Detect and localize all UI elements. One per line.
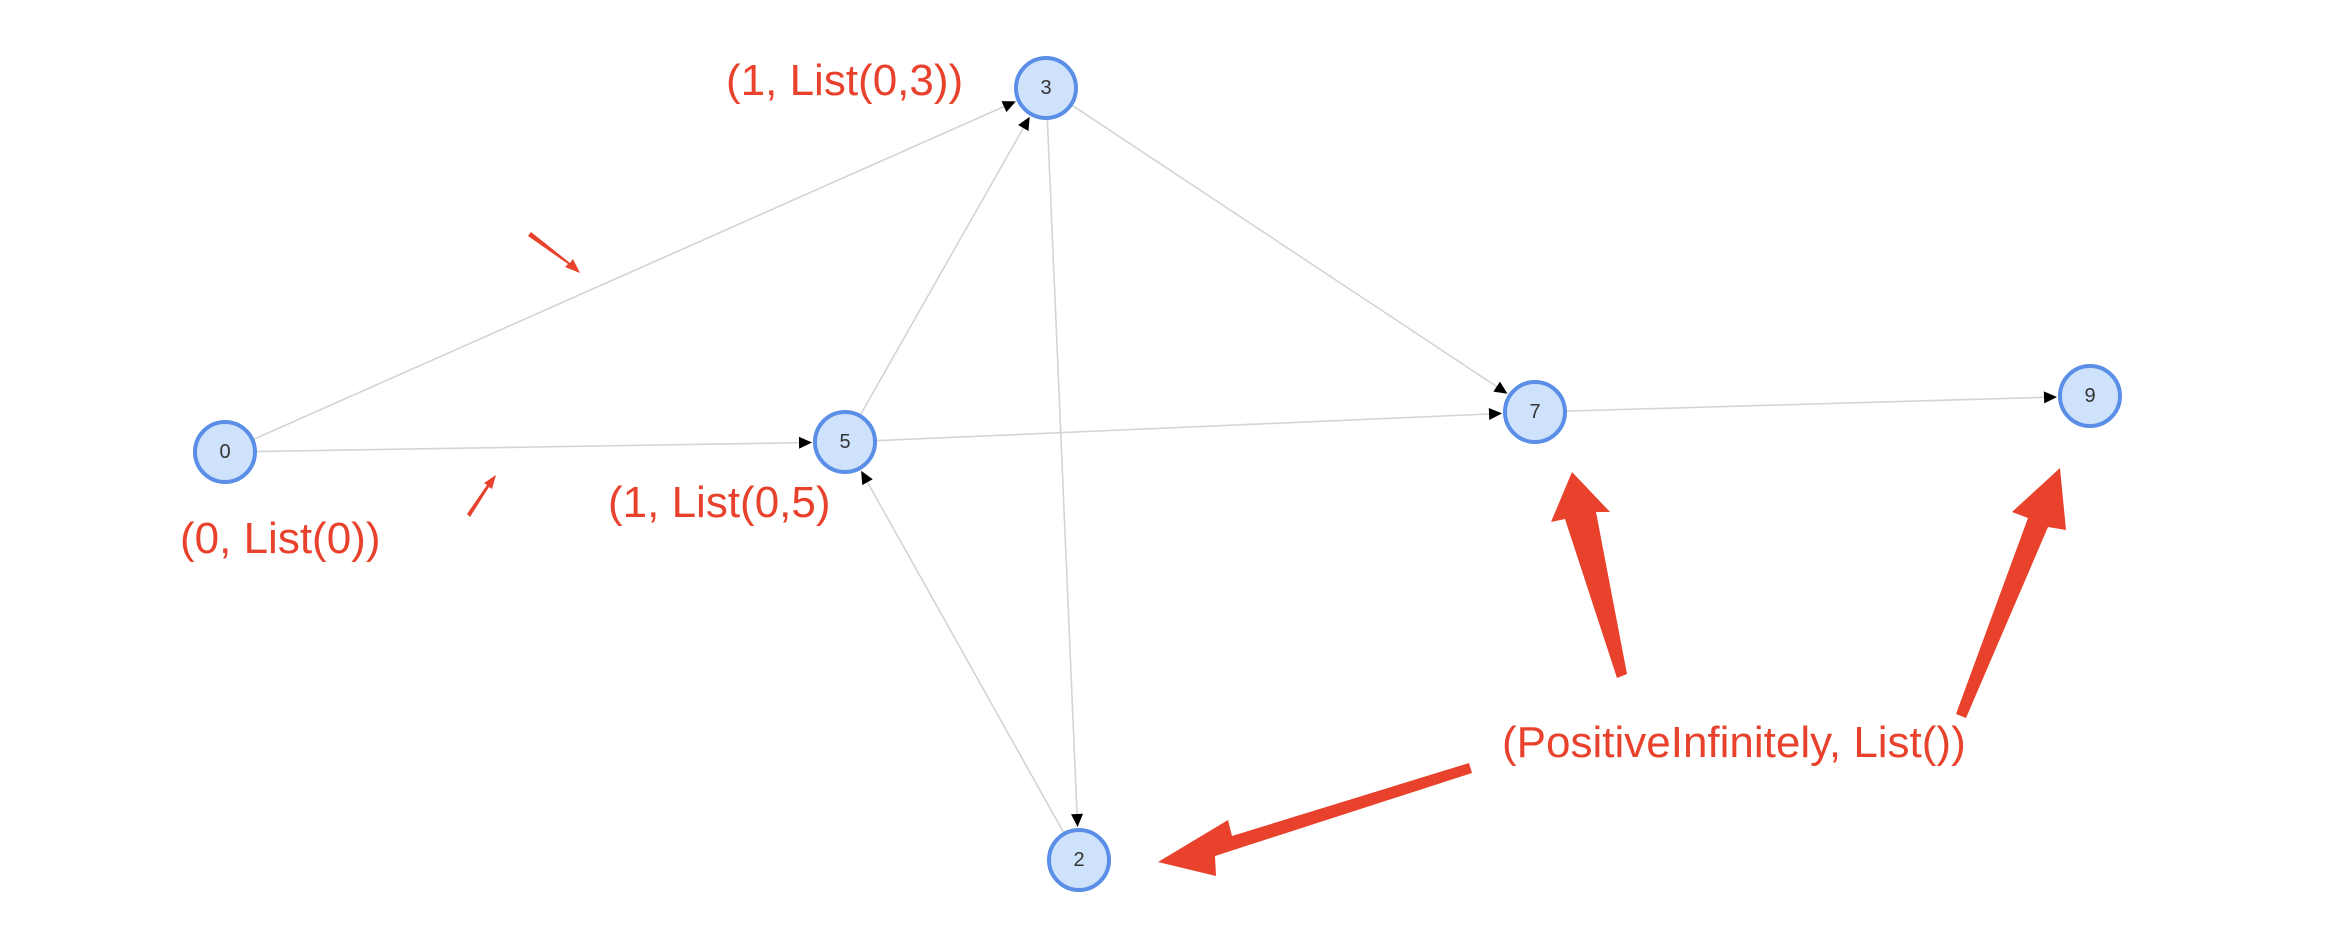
node-2[interactable]: 2	[1047, 828, 1111, 892]
node-label-3: 3	[1040, 77, 1051, 99]
arrowhead-2-5	[861, 470, 873, 486]
edge-5-3	[859, 127, 1024, 417]
annotation-unreached: (PositiveInfinitely, List())	[1502, 718, 1966, 767]
node-label-5: 5	[839, 431, 850, 453]
node-3[interactable]: 3	[1014, 56, 1078, 120]
big-arrow-node-2	[1158, 763, 1472, 876]
small-arrow-edge-0-3	[528, 232, 580, 273]
edge-7-9	[1564, 396, 2045, 412]
edge-3-7	[1070, 103, 1498, 388]
edge-5-7	[874, 413, 1490, 442]
edge-2-5	[866, 481, 1066, 835]
arrowhead-0-5	[798, 436, 813, 449]
arrowhead-7-9	[2043, 391, 2058, 404]
small-arrow-edge-0-5	[467, 475, 496, 517]
nodes-layer: 0 3 5 7 9 2	[193, 56, 2122, 892]
node-label-9: 9	[2084, 385, 2095, 407]
node-9[interactable]: 9	[2058, 364, 2122, 428]
arrowhead-5-3	[1018, 116, 1030, 131]
annotation-node-5: (1, List(0,5)	[608, 478, 831, 527]
arrowhead-5-7	[1488, 408, 1503, 420]
node-5[interactable]: 5	[813, 410, 877, 474]
edge-0-3	[252, 105, 1005, 441]
node-circle-7	[1503, 380, 1567, 444]
edges-layer	[252, 101, 2058, 835]
big-arrow-node-7	[1551, 472, 1627, 678]
node-0[interactable]: 0	[193, 420, 257, 484]
node-circle-5	[813, 410, 877, 474]
arrowhead-0-3	[1001, 101, 1016, 113]
node-circle-0	[193, 420, 257, 484]
edge-0-5	[254, 441, 800, 453]
node-label-2: 2	[1073, 849, 1084, 871]
node-label-0: 0	[219, 441, 230, 463]
big-arrow-node-9	[1956, 468, 2066, 718]
edge-3-2	[1046, 117, 1078, 815]
node-circle-3	[1014, 56, 1078, 120]
annotation-node-3: (1, List(0,3))	[726, 56, 963, 105]
arrowhead-3-2	[1071, 813, 1084, 828]
annotation-node-0: (0, List(0))	[180, 514, 380, 563]
node-circle-9	[2058, 364, 2122, 428]
node-label-7: 7	[1529, 401, 1540, 423]
node-circle-2	[1047, 828, 1111, 892]
node-7[interactable]: 7	[1503, 380, 1567, 444]
annotation-arrows	[467, 232, 2066, 876]
arrowhead-3-7	[1493, 381, 1508, 394]
